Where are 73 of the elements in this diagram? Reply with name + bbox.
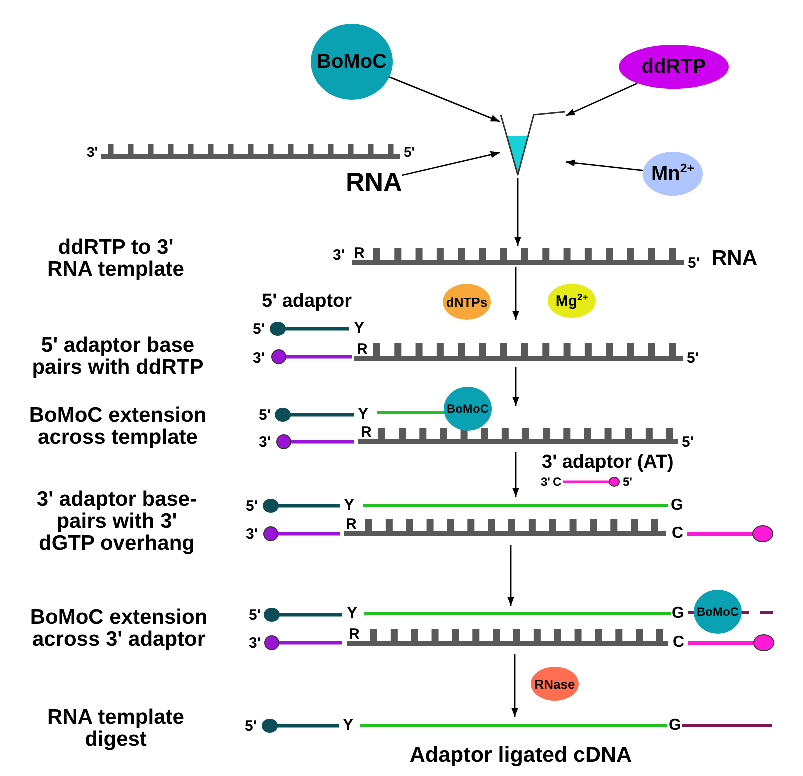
adaptor-rna-duplex-drawing (263, 499, 774, 543)
step-description: 3' adaptor base-pairs with 3' dGTP overhang (36, 489, 198, 555)
arrow (508, 545, 514, 606)
base-label: G (672, 606, 684, 622)
step-description: BoMoC extension across 3' adaptor (29, 607, 209, 651)
arrow (512, 367, 520, 406)
molecule-label: RNA (346, 169, 402, 195)
arrow (402, 151, 500, 176)
base-label: R (357, 342, 368, 356)
base-label: Y (354, 321, 365, 337)
adaptor-rna-duplex-drawing (264, 608, 775, 652)
adaptor-label: 5' adaptor (262, 292, 352, 310)
arrow (512, 452, 520, 497)
strand-end-label: 5' (623, 476, 633, 488)
adaptor-rna-duplex-drawing (270, 322, 683, 365)
strand-end-label: 5' (253, 322, 265, 336)
base-label: C (672, 526, 684, 542)
step-description: BoMoC extension across template (28, 405, 208, 449)
base-label: C (673, 635, 685, 651)
base-label: R (349, 626, 360, 642)
base-label: R (361, 424, 372, 440)
reagent-ellipse (548, 284, 596, 318)
base-label: Y (344, 498, 355, 514)
arrow (566, 160, 644, 172)
arrow (566, 82, 638, 117)
enzyme-circle (694, 590, 742, 634)
cdna-strand-drawing (262, 719, 772, 733)
step-description: ddRTP to 3' RNA template (46, 237, 186, 281)
adaptor-label: 3' adaptor (AT) (542, 452, 674, 472)
base-label: R (354, 246, 365, 260)
strand-end-label: 3' (246, 526, 258, 542)
strand-end-label: 5' (687, 350, 699, 366)
strand-end-label: 5' (246, 498, 258, 514)
step-description: 5' adaptor base pairs with ddRTP (31, 335, 205, 379)
strand-end-label: 3' (249, 636, 261, 650)
strand-end-label: 3' (259, 434, 271, 450)
base-label: Y (347, 606, 358, 622)
base-label: C (553, 476, 562, 488)
enzyme-circle (444, 387, 492, 431)
arrow (512, 267, 520, 320)
strand-end-label: 5' (682, 434, 694, 450)
strand-end-label: 5' (245, 718, 257, 734)
strand-end-label: 3' (333, 248, 345, 262)
arrow (512, 654, 518, 717)
reagent-label: BoMoC (447, 403, 489, 415)
strand-end-label: 5' (688, 256, 700, 270)
base-label: R (346, 516, 357, 532)
strand-end-label: 5' (259, 408, 271, 422)
reagent-label: RNase (534, 678, 576, 690)
molecule-label: RNA (712, 248, 758, 268)
strand-end-label: 3' (253, 350, 265, 366)
reagent-label: BoMoC (317, 52, 387, 72)
base-label: G (669, 718, 682, 734)
reagent-label: ddRTP (642, 57, 706, 77)
reagent-ellipse (531, 667, 579, 701)
base-label: G (671, 498, 684, 514)
strand-end-label: 3' (87, 145, 98, 159)
base-label: Y (343, 718, 354, 734)
reagent-label: Mn$^{2+}$ (651, 164, 695, 184)
reagent-ellipse (443, 284, 491, 320)
reagent-label: dNTPs (446, 296, 488, 308)
reagent-label: Mg$^{2+}$ (556, 294, 588, 308)
rna-strand-drawing (352, 248, 684, 265)
strand-end-label: 5' (404, 145, 416, 159)
arrow (389, 76, 500, 122)
strand-end-label: 3' (541, 476, 551, 488)
arrow (514, 178, 522, 246)
strand-end-label: 5' (249, 608, 261, 622)
base-label: Y (358, 407, 369, 423)
reaction-tube-icon (500, 111, 566, 176)
product-label: Adaptor ligated cDNA (410, 745, 632, 767)
step-description: RNA template digest (46, 707, 186, 751)
reagent-label: BoMoC (697, 606, 739, 618)
